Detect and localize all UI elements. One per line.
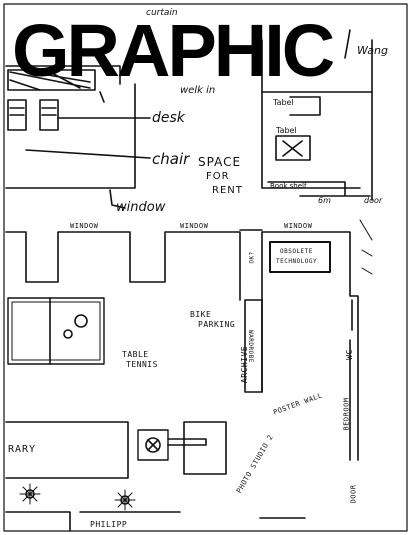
label-tabel-mid: Tabel xyxy=(276,126,297,135)
label-chair: chair xyxy=(152,150,190,168)
label-bike: BIKE xyxy=(190,310,212,319)
label-door-2: DOOR xyxy=(349,484,358,504)
label-wc: WC xyxy=(344,349,354,360)
label-window-hand: window xyxy=(116,200,166,215)
label-philipp: PHILIPP xyxy=(90,520,128,529)
label-desk: desk xyxy=(152,110,185,126)
label-space: SPACE xyxy=(198,155,242,169)
label-window-3: WINDOW xyxy=(284,222,313,230)
label-bedroom: BEDROOM xyxy=(342,397,351,431)
label-door: door xyxy=(364,196,383,205)
label-window-2: WINDOW xyxy=(180,222,209,230)
label-wang: Wang xyxy=(357,44,388,57)
label-technology: TECHNOLOGY xyxy=(276,258,318,265)
label-book-shelf: Book shelf xyxy=(270,182,307,190)
label-tennis: TENNIS xyxy=(126,360,158,369)
label-for: FOR xyxy=(206,171,230,182)
label-parking: PARKING xyxy=(198,320,236,329)
label-archive: ARCHIVE xyxy=(240,345,250,384)
label-welk-in: welk in xyxy=(180,85,216,96)
label-tabel-top: Tabel xyxy=(273,98,294,107)
label-table: TABLE xyxy=(122,350,149,359)
label-library: RARY xyxy=(8,444,37,455)
label-curtain: curtain xyxy=(146,8,178,18)
label-window-1: WINDOW xyxy=(70,222,99,230)
label-obsolete: OBSOLETE xyxy=(280,248,313,255)
label-ok: OK? xyxy=(248,251,256,264)
masthead-title: GRAPHIC xyxy=(12,9,335,92)
label-6m: 6m xyxy=(318,196,331,205)
label-rent: RENT xyxy=(212,185,243,196)
